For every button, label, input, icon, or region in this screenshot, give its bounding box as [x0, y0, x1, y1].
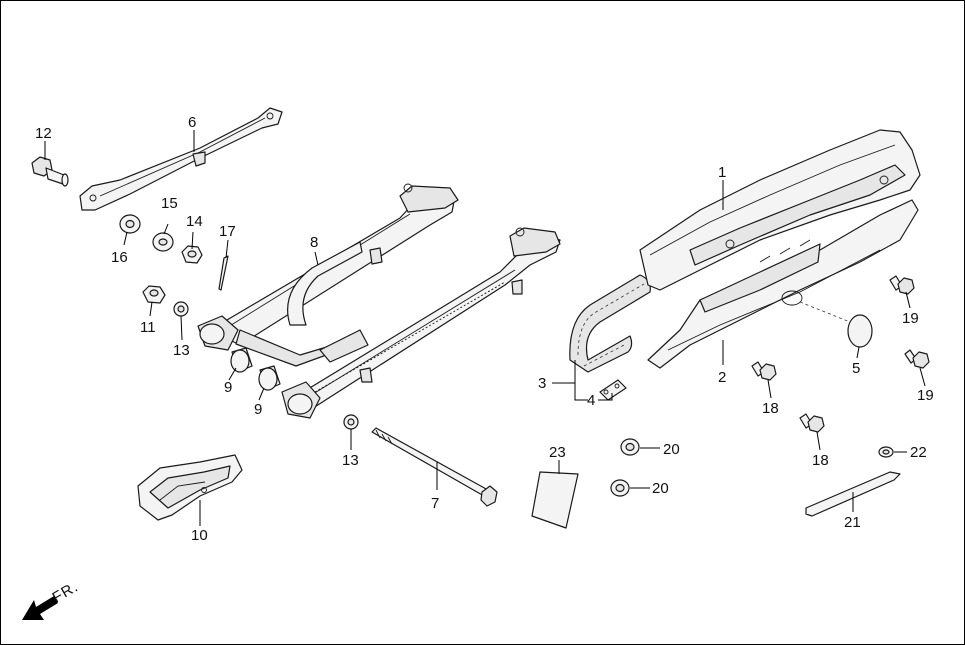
part-20-grommet-lower — [610, 479, 630, 497]
part-1-chain-case-upper — [639, 129, 921, 291]
part-12-bolt — [31, 156, 69, 187]
part-4-master-link — [599, 379, 627, 401]
part-2-chain-case-lower — [647, 199, 919, 369]
label-part-22: 22 — [910, 444, 927, 461]
label-part-2: 2 — [718, 369, 726, 386]
label-part-17: 17 — [219, 223, 236, 240]
part-23-label-sticker — [531, 471, 579, 529]
part-8-swingarm — [197, 183, 561, 419]
label-part-8: 8 — [310, 234, 318, 251]
label-part-7: 7 — [431, 495, 439, 512]
label-part-21: 21 — [844, 514, 861, 531]
label-part-4: 4 — [587, 392, 595, 409]
part-9-bushing-lower — [258, 365, 281, 391]
part-15-washer — [152, 232, 174, 252]
label-part-12: 12 — [35, 125, 52, 142]
label-part-10: 10 — [191, 527, 208, 544]
label-part-19-lower: 19 — [917, 387, 934, 404]
part-3-drive-chain — [569, 274, 651, 373]
label-part-15: 15 — [161, 195, 178, 212]
part-19-bolt-lower — [904, 349, 930, 369]
part-18-bolt-upper — [751, 361, 777, 381]
part-11-nut — [142, 285, 166, 304]
part-13-washer-center — [343, 414, 359, 430]
label-part-9-lower: 9 — [254, 401, 262, 418]
part-6-stay — [79, 107, 283, 211]
part-18-bolt-lower — [799, 413, 825, 433]
part-5-guide-line — [799, 301, 851, 323]
part-7-pivot-shaft — [371, 427, 498, 507]
label-part-9-upper: 9 — [224, 379, 232, 396]
part-number-labels: 12 6 16 15 14 17 8 11 13 9 9 13 7 10 1 2… — [35, 114, 934, 544]
part-13-washer-left — [173, 301, 189, 317]
label-part-18-lower: 18 — [812, 452, 829, 469]
part-5-cap — [847, 314, 873, 348]
label-part-19-upper: 19 — [902, 310, 919, 327]
part-9-bushing-upper — [230, 347, 253, 373]
label-part-13-left: 13 — [173, 342, 190, 359]
part-22-clip — [878, 446, 894, 458]
label-part-5: 5 — [852, 360, 860, 377]
label-part-13-center: 13 — [342, 452, 359, 469]
label-part-20-lower: 20 — [652, 480, 669, 497]
part-14-nut — [181, 245, 203, 264]
label-part-23: 23 — [549, 444, 566, 461]
front-direction-indicator: FR. — [22, 578, 82, 620]
part-17-cotter-pin — [218, 255, 229, 291]
front-direction-arrow-icon — [22, 596, 58, 620]
leader-lines — [44, 130, 926, 526]
label-part-18-upper: 18 — [762, 400, 779, 417]
label-part-1: 1 — [718, 164, 726, 181]
label-part-14: 14 — [186, 213, 203, 230]
label-part-11: 11 — [140, 319, 156, 336]
part-10-chain-slider — [137, 454, 243, 521]
part-19-bolt-upper — [889, 275, 915, 295]
label-part-3: 3 — [538, 375, 546, 392]
label-part-20-upper: 20 — [663, 441, 680, 458]
label-part-16: 16 — [111, 249, 128, 266]
part-16-washer — [119, 214, 141, 234]
part-20-grommet-upper — [620, 438, 640, 456]
label-part-6: 6 — [188, 114, 196, 131]
